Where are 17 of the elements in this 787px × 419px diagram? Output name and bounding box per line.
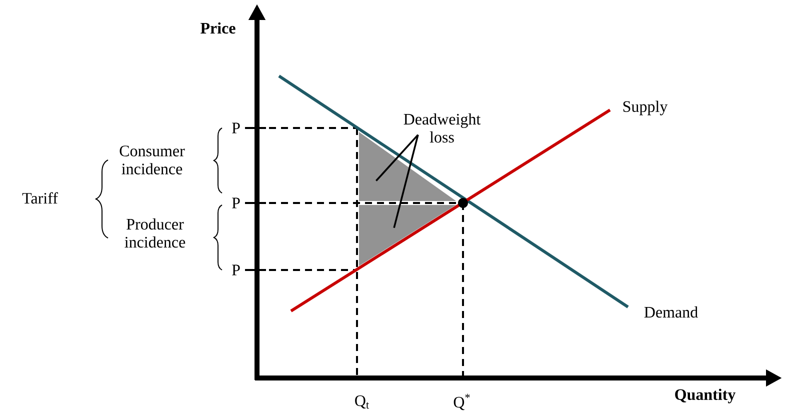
curve-label: Demand [644, 306, 698, 318]
annotation-label: Deadweight loss [404, 113, 481, 143]
bracket-label: Tariff [22, 192, 58, 204]
curve-label: Supply [623, 100, 668, 116]
bracket-label: Consumer incidence [120, 146, 185, 174]
quantity-label: Q$_{t}$ [355, 395, 370, 409]
price-label: P [232, 264, 240, 276]
leader-line [393, 134, 419, 228]
axis-label: Quantity [675, 388, 736, 404]
quantity-label: Q$^{*}$ [454, 394, 470, 410]
axis-label: Price [200, 22, 236, 34]
leader-line [376, 134, 419, 182]
bracket-label: Producer incidence [124, 218, 186, 248]
price-label: P [232, 122, 240, 134]
shaded-area [359, 132, 456, 201]
shaded-area [359, 205, 456, 266]
price-label: P [232, 198, 240, 208]
